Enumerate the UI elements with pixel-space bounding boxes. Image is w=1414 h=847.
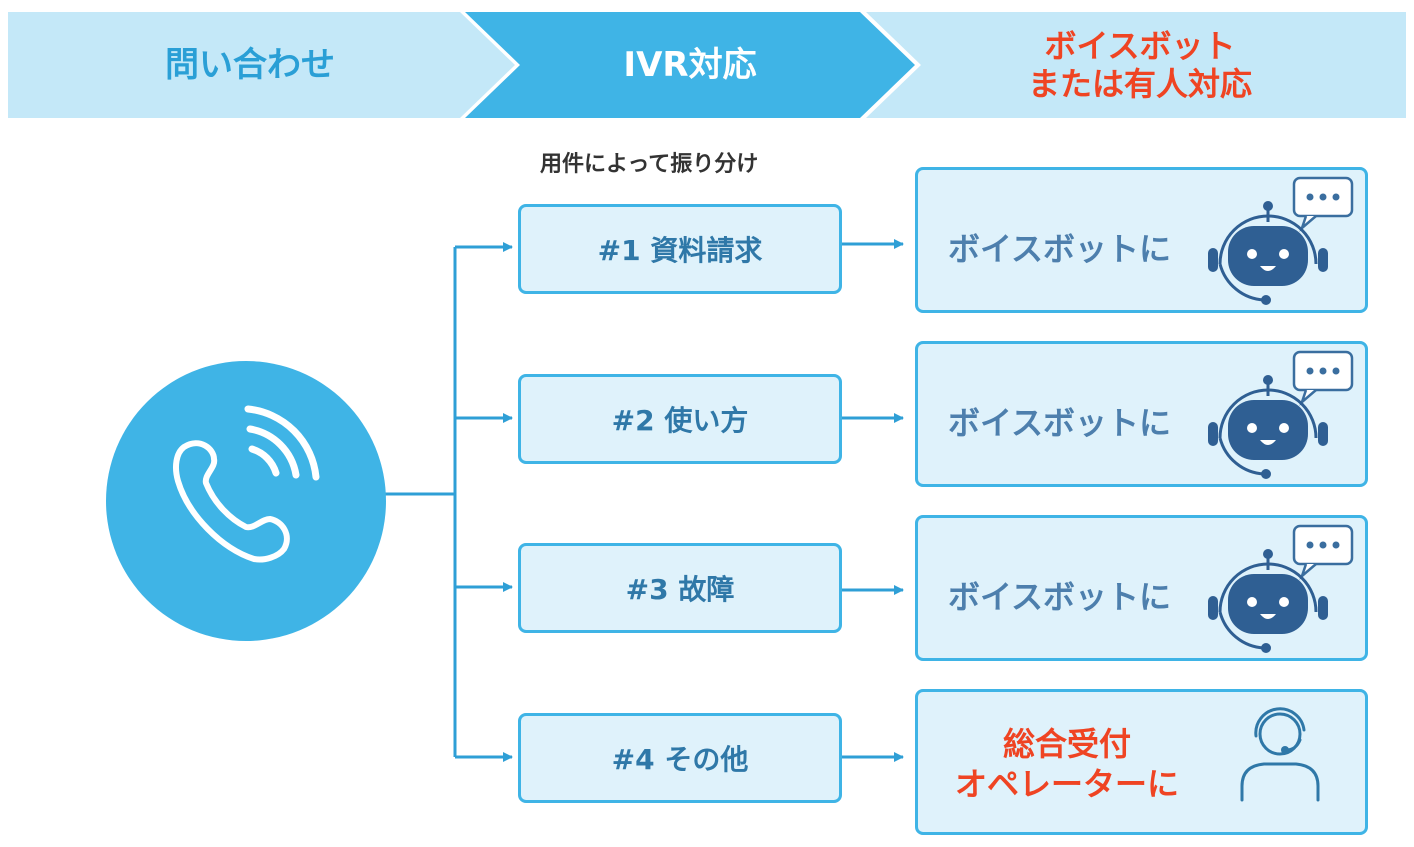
result-label-4: 総合受付 オペレーターに <box>952 724 1182 804</box>
result-box-3[interactable]: ボイスボットに <box>915 515 1368 661</box>
result-label-4-line2: オペレーターに <box>954 765 1179 803</box>
result-label-2: ボイスボットに <box>948 404 1172 442</box>
robot-chat-icon <box>1208 524 1354 653</box>
option-label-4: #4 その他 <box>611 743 749 776</box>
option-box-3[interactable]: #3 故障 <box>518 543 842 633</box>
step2-label: IVR対応 <box>623 44 757 85</box>
option-box-4[interactable]: #4 その他 <box>518 713 842 803</box>
result-label-3: ボイスボットに <box>948 578 1172 616</box>
option-box-1[interactable]: #1 資料請求 <box>518 204 842 294</box>
option-box-2[interactable]: #2 使い方 <box>518 374 842 464</box>
step1-chevron <box>8 12 515 118</box>
result-label-4-line1: 総合受付 <box>1002 725 1131 763</box>
step3-label: ボイスボット または有人対応 <box>930 12 1350 118</box>
option-label-3: #3 故障 <box>625 573 735 606</box>
option-label-2: #2 使い方 <box>611 404 749 437</box>
result-label-1: ボイスボットに <box>948 230 1172 268</box>
step2-chevron <box>465 12 915 118</box>
phone-ringing-icon <box>106 361 386 641</box>
routing-caption: 用件によって振り分け <box>540 152 759 177</box>
step1-label: 問い合わせ <box>165 44 335 85</box>
robot-chat-icon <box>1208 350 1354 479</box>
step3-line2: または有人対応 <box>1027 65 1252 103</box>
option-label-1: #1 資料請求 <box>597 234 763 267</box>
step3-line1: ボイスボット <box>1044 26 1236 65</box>
robot-chat-icon <box>1208 176 1354 305</box>
operator-headset-icon <box>1240 707 1320 802</box>
step3-chevron <box>866 12 1406 118</box>
